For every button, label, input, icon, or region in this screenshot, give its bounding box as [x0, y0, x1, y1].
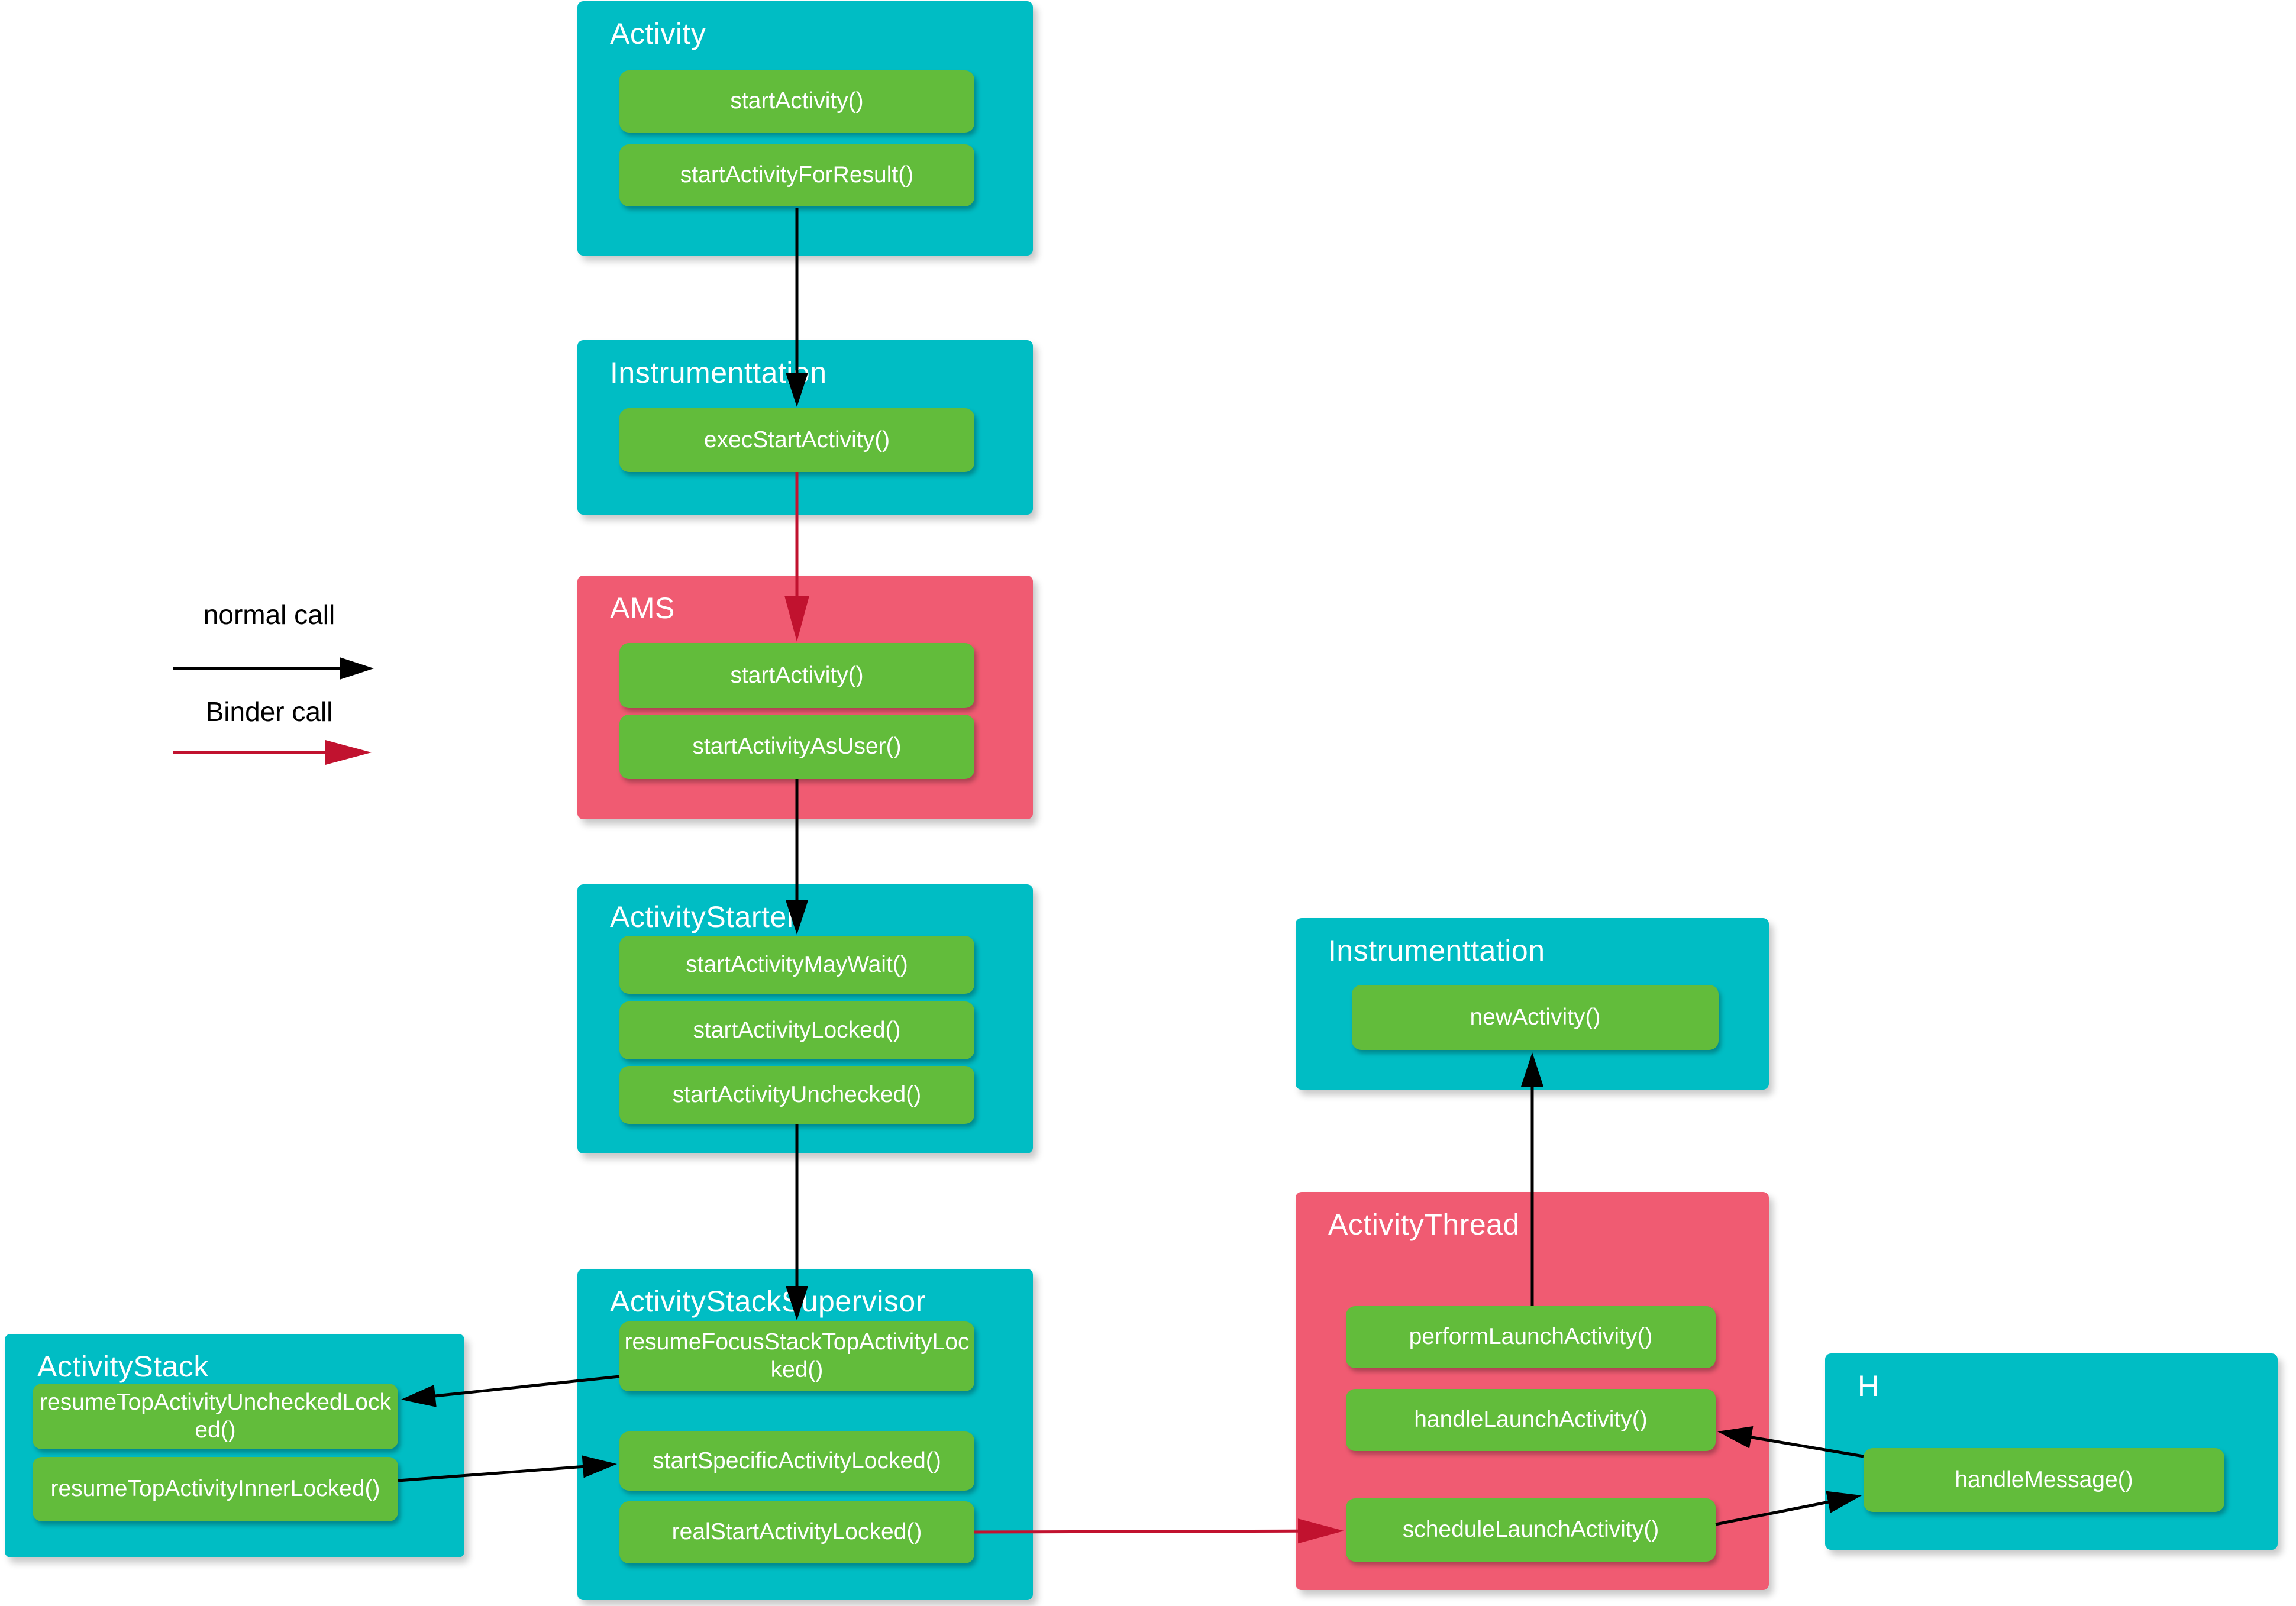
method-button-activity_startActivity: startActivity() [619, 70, 974, 133]
method-button-ams_startActivity: startActivity() [619, 643, 974, 708]
method-button-resumeTopActivityUncheckedLocked: resumeTopActivityUncheckedLocked() [33, 1384, 398, 1449]
method-button-handleLaunchActivity: handleLaunchActivity() [1346, 1389, 1716, 1451]
class-box-title: Instrumenttation [610, 356, 827, 389]
class-box-title: ActivityThread [1328, 1208, 1520, 1241]
method-button-realStartActivityLocked: realStartActivityLocked() [619, 1501, 974, 1563]
method-button-startActivityForResult: startActivityForResult() [619, 144, 974, 206]
method-button-resumeTopActivityInnerLocked: resumeTopActivityInnerLocked() [33, 1457, 398, 1521]
method-button-startActivityMayWait: startActivityMayWait() [619, 936, 974, 994]
method-button-startActivityAsUser: startActivityAsUser() [619, 715, 974, 779]
method-button-scheduleLaunchActivity: scheduleLaunchActivity() [1346, 1498, 1716, 1562]
method-button-handleMessage: handleMessage() [1864, 1448, 2224, 1512]
method-button-startActivityLocked: startActivityLocked() [619, 1001, 974, 1059]
class-box-title: Instrumenttation [1328, 934, 1545, 967]
arrowhead-icon [340, 657, 374, 680]
legend-binder-call-label: Binder call [205, 696, 333, 727]
method-button-resumeFocusStackTopActivityLocked: resumeFocusStackTopActivityLocked() [619, 1321, 974, 1391]
legend-normal-call-label: normal call [203, 599, 335, 630]
class-box-title: ActivityStack [37, 1350, 209, 1383]
class-box-title: AMS [610, 592, 675, 625]
method-button-startActivityUnchecked: startActivityUnchecked() [619, 1066, 974, 1124]
method-button-execStartActivity: execStartActivity() [619, 408, 974, 472]
class-box-title: Activity [610, 17, 706, 50]
class-box-title: H [1858, 1369, 1880, 1403]
arrowhead-icon [325, 740, 372, 765]
method-button-startSpecificActivityLocked: startSpecificActivityLocked() [619, 1431, 974, 1491]
method-button-performLaunchActivity: performLaunchActivity() [1346, 1306, 1716, 1368]
class-box-title: ActivityStarter [610, 900, 797, 933]
method-button-newActivity: newActivity() [1352, 985, 1719, 1050]
class-box-title: ActivityStackSupervisor [610, 1285, 926, 1318]
